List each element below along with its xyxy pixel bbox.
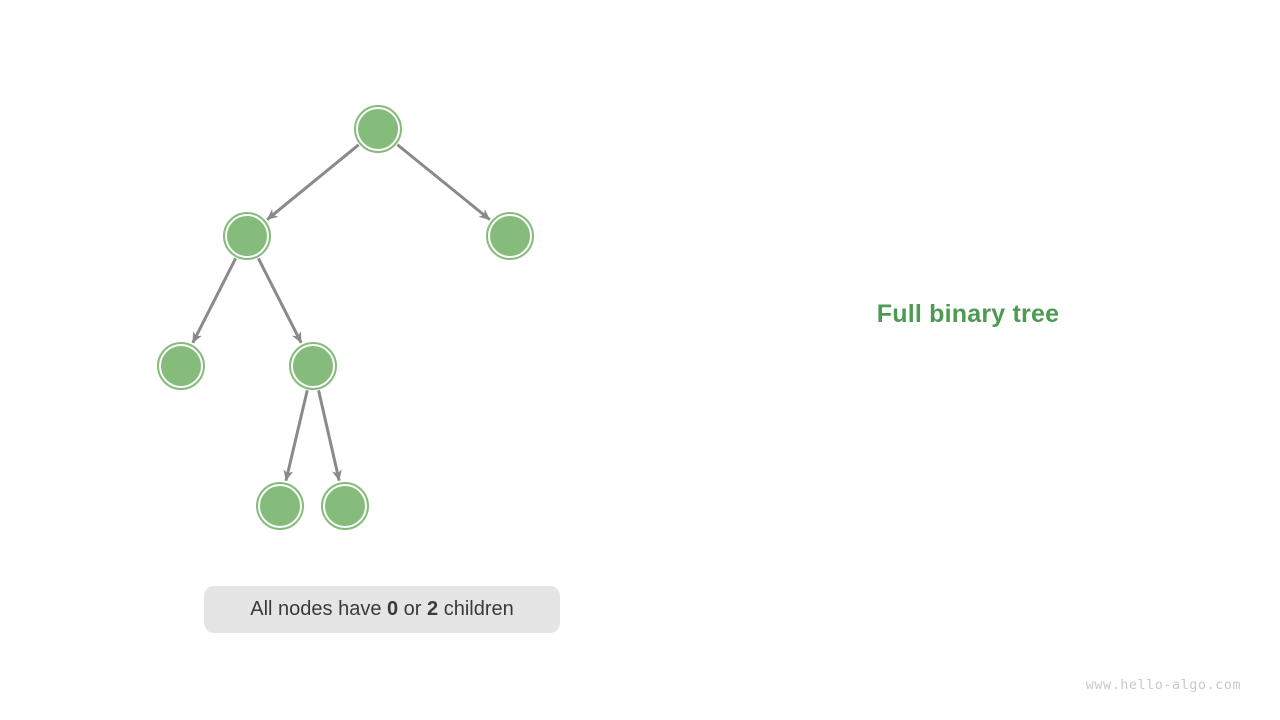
- tree-edge-left-left-left: [191, 257, 238, 344]
- caption-bold-zero: 0: [387, 598, 399, 620]
- tree-edge-left-right-ll-child-a: [283, 389, 309, 482]
- caption-text-2: or: [398, 598, 428, 620]
- tree-node-right: [486, 212, 534, 260]
- tree-node-ll-child-a: [256, 482, 304, 530]
- caption-bold-two: 2: [427, 598, 439, 620]
- tree-node-root: [354, 105, 402, 153]
- tree-node-left: [223, 212, 271, 260]
- tree-edge-root-left: [266, 143, 360, 221]
- caption-text-1: All nodes have: [250, 598, 387, 620]
- tree-edge-left-left-right: [256, 257, 303, 344]
- caption-box: All nodes have 0 or 2 children: [204, 586, 560, 633]
- tree-node-ll-child-b: [321, 482, 369, 530]
- caption-text-3: children: [438, 598, 514, 620]
- watermark: www.hello-algo.com: [1085, 677, 1241, 693]
- tree-edge-left-right-ll-child-b: [317, 390, 342, 482]
- tree-edge-root-right: [396, 143, 491, 221]
- tree-node-left-left: [157, 342, 205, 390]
- diagram-title: Full binary tree: [876, 300, 1060, 328]
- tree-node-left-right: [289, 342, 337, 390]
